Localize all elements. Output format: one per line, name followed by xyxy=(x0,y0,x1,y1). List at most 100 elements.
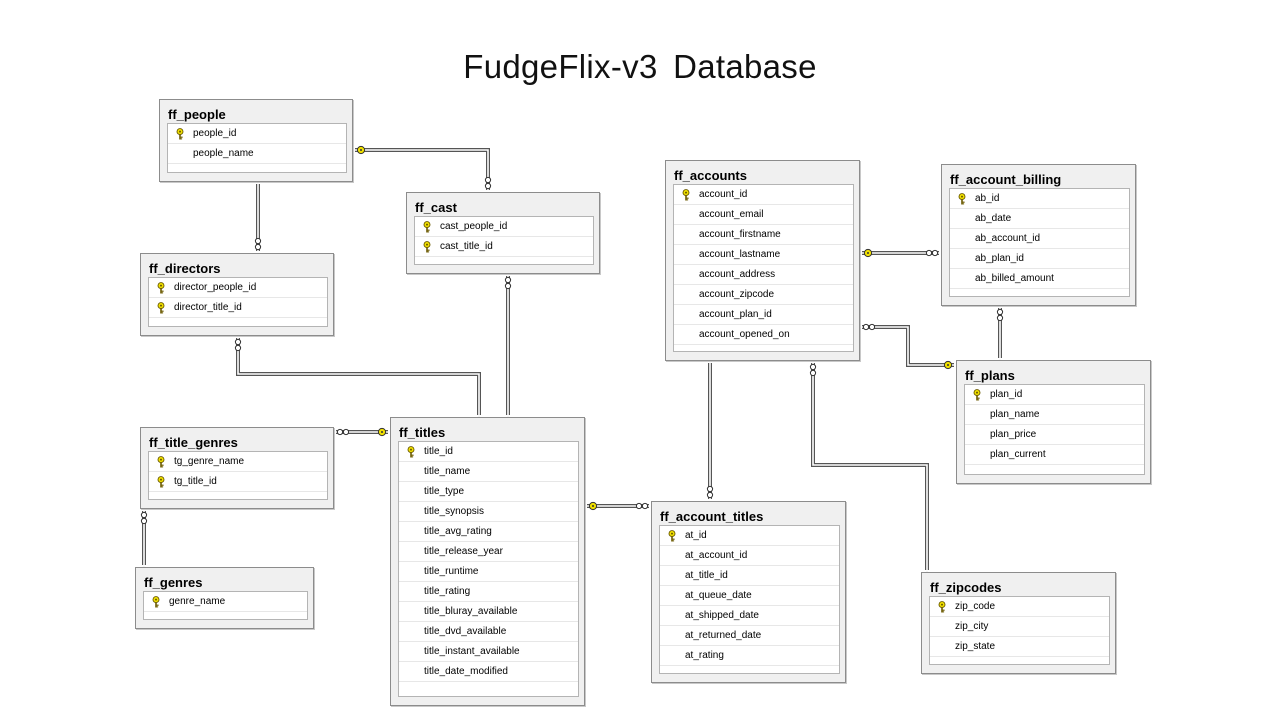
table-name: ff_titles xyxy=(399,425,446,440)
column-row[interactable]: title_date_modified xyxy=(399,662,578,682)
primary-key-icon xyxy=(156,302,166,314)
column-row[interactable]: at_id xyxy=(660,526,839,546)
many-end-infinity-icon xyxy=(868,323,876,331)
column-row[interactable]: title_instant_available xyxy=(399,642,578,662)
column-row[interactable]: title_dvd_available xyxy=(399,622,578,642)
column-row[interactable]: zip_code xyxy=(930,597,1109,617)
column-row[interactable]: at_shipped_date xyxy=(660,606,839,626)
column-row[interactable]: title_bluray_available xyxy=(399,602,578,622)
column-name: plan_id xyxy=(990,389,1023,400)
column-row[interactable]: plan_price xyxy=(965,425,1144,445)
table-name: ff_accounts xyxy=(674,168,747,183)
column-name: title_dvd_available xyxy=(424,626,507,637)
many-end-infinity-icon xyxy=(484,182,492,190)
column-row[interactable]: director_people_id xyxy=(149,278,327,298)
column-list: plan_id plan_name plan_price plan_current xyxy=(964,384,1145,475)
column-name: at_queue_date xyxy=(685,590,752,601)
column-row[interactable]: title_type xyxy=(399,482,578,502)
many-end-infinity-icon xyxy=(234,344,242,352)
column-row[interactable]: cast_people_id xyxy=(415,217,593,237)
table-name: ff_zipcodes xyxy=(930,580,1002,595)
column-name: at_account_id xyxy=(685,550,748,561)
column-row[interactable]: plan_id xyxy=(965,385,1144,405)
column-name: plan_price xyxy=(990,429,1037,440)
column-row[interactable]: at_queue_date xyxy=(660,586,839,606)
column-name: account_id xyxy=(699,189,748,200)
column-name: title_date_modified xyxy=(424,666,508,677)
column-row[interactable]: zip_city xyxy=(930,617,1109,637)
column-row[interactable]: ab_date xyxy=(950,209,1129,229)
table-ff-account-billing[interactable]: ff_account_billing ab_id ab_date ab_accoun… xyxy=(941,164,1136,306)
one-end-key-hole xyxy=(381,431,383,433)
column-row[interactable]: title_rating xyxy=(399,582,578,602)
table-name: ff_account_billing xyxy=(950,172,1062,187)
column-name: account_plan_id xyxy=(699,309,772,320)
column-row[interactable]: ab_plan_id xyxy=(950,249,1129,269)
column-row[interactable]: ab_id xyxy=(950,189,1129,209)
column-row[interactable]: at_rating xyxy=(660,646,839,666)
column-row[interactable]: genre_name xyxy=(144,592,307,612)
many-end-infinity-icon xyxy=(809,369,817,377)
column-row[interactable]: account_plan_id xyxy=(674,305,853,325)
column-row[interactable]: title_name xyxy=(399,462,578,482)
column-row[interactable]: at_title_id xyxy=(660,566,839,586)
many-end-infinity-icon xyxy=(504,276,512,284)
column-row[interactable]: director_title_id xyxy=(149,298,327,318)
column-row[interactable]: title_runtime xyxy=(399,562,578,582)
column-name: ab_id xyxy=(975,193,1000,204)
table-ff-genres[interactable]: ff_genres genre_name xyxy=(135,567,314,629)
column-name: at_shipped_date xyxy=(685,610,759,621)
primary-key-icon xyxy=(406,446,416,458)
column-row[interactable]: ab_billed_amount xyxy=(950,269,1129,289)
column-row[interactable]: account_zipcode xyxy=(674,285,853,305)
primary-key-icon xyxy=(175,128,185,140)
column-row[interactable]: plan_current xyxy=(965,445,1144,465)
column-row[interactable]: tg_title_id xyxy=(149,472,327,492)
column-name: at_id xyxy=(685,530,707,541)
many-end-infinity-icon xyxy=(342,428,350,436)
column-row[interactable]: title_id xyxy=(399,442,578,462)
column-name: ab_account_id xyxy=(975,233,1041,244)
column-row[interactable]: title_synopsis xyxy=(399,502,578,522)
relationship-line-ff_directors-ff_titles xyxy=(236,338,481,415)
column-row[interactable]: account_opened_on xyxy=(674,325,853,345)
primary-key-icon xyxy=(156,282,166,294)
column-row[interactable]: account_lastname xyxy=(674,245,853,265)
column-row[interactable]: account_id xyxy=(674,185,853,205)
column-row[interactable]: cast_title_id xyxy=(415,237,593,257)
many-end-infinity-icon xyxy=(635,502,643,510)
many-end-infinity-icon xyxy=(809,363,817,371)
column-row[interactable]: ab_account_id xyxy=(950,229,1129,249)
column-row[interactable]: title_avg_rating xyxy=(399,522,578,542)
column-name: ab_plan_id xyxy=(975,253,1024,264)
column-name: at_title_id xyxy=(685,570,728,581)
column-row[interactable]: people_name xyxy=(168,144,346,164)
one-end-key-hole xyxy=(592,505,594,507)
column-row[interactable]: tg_genre_name xyxy=(149,452,327,472)
column-row[interactable]: account_firstname xyxy=(674,225,853,245)
one-end-key-hole xyxy=(360,149,362,151)
table-name: ff_cast xyxy=(415,200,457,215)
column-row[interactable]: account_address xyxy=(674,265,853,285)
relationship-line-ff_cast-ff_people xyxy=(355,148,490,190)
many-end-infinity-icon xyxy=(484,176,492,184)
column-row[interactable]: at_account_id xyxy=(660,546,839,566)
column-row[interactable]: zip_state xyxy=(930,637,1109,657)
column-row[interactable]: at_returned_date xyxy=(660,626,839,646)
primary-key-icon xyxy=(957,193,967,205)
primary-key-icon xyxy=(972,389,982,401)
column-row[interactable]: people_id xyxy=(168,124,346,144)
column-row[interactable]: title_release_year xyxy=(399,542,578,562)
column-row[interactable]: account_email xyxy=(674,205,853,225)
column-row[interactable]: plan_name xyxy=(965,405,1144,425)
